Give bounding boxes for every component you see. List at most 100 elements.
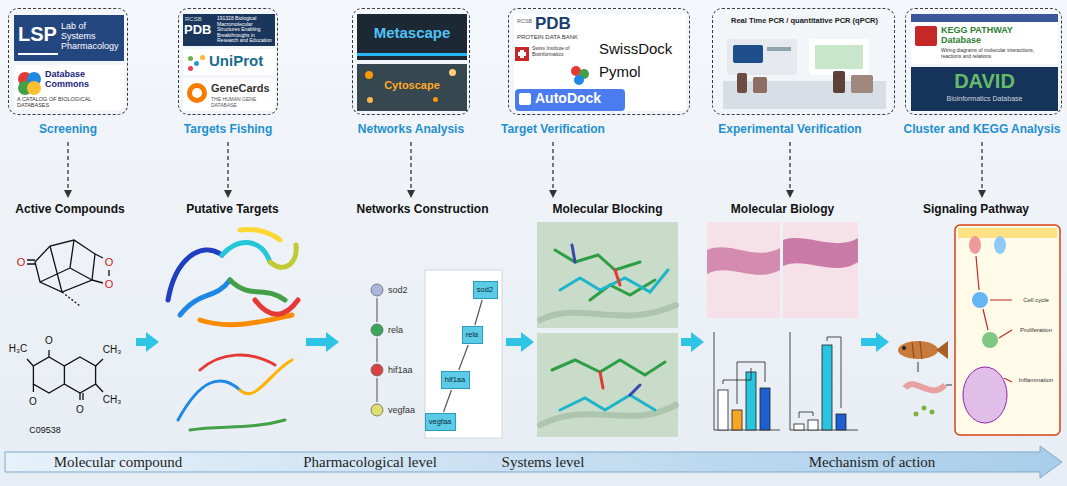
- cell-pathway: [955, 225, 1060, 435]
- dashed-arrow: [978, 142, 986, 198]
- network-edge: [377, 298, 378, 322]
- logo-text: Cytoscape: [361, 79, 463, 91]
- arrow-head: [64, 190, 72, 198]
- protein-structure: [270, 245, 296, 267]
- protein-structure: [190, 420, 285, 430]
- node-circle: [370, 283, 384, 297]
- logo-text: RCSB: [517, 18, 534, 24]
- stage-panel: Molecular Blocking: [535, 200, 680, 440]
- logo-shape: [192, 88, 202, 98]
- dashed-arrow: [227, 142, 228, 192]
- bar-chart: [808, 420, 818, 430]
- network-ground: [425, 270, 502, 438]
- logo-shape: [518, 52, 526, 56]
- flow-arrow: [136, 332, 159, 352]
- cell-pathway: [976, 256, 1012, 382]
- logo-shape: [433, 97, 438, 102]
- logo-text: KEGG PATHWAY Database: [941, 25, 1055, 45]
- gene-label: sod2: [388, 283, 408, 297]
- network-node: sod2: [370, 283, 408, 297]
- bar-chart: [718, 390, 728, 430]
- protein-structure: [168, 229, 298, 430]
- molecule-structure: [35, 240, 95, 292]
- docking-view: [560, 395, 655, 410]
- arrow-head: [978, 190, 986, 198]
- bar-chart: [799, 337, 841, 418]
- network-edge: [377, 378, 378, 402]
- logo-text: PDB: [535, 14, 581, 33]
- logo-shape: [200, 55, 205, 60]
- docking-view: [615, 270, 620, 285]
- docking-view: [537, 333, 678, 437]
- tool-group: LSPLab of Systems PharmacologyDatabase C…: [8, 8, 128, 141]
- level-label: Molecular compound: [54, 455, 183, 470]
- gene-label: vegfaa: [388, 403, 415, 417]
- bar-chart: [714, 332, 858, 430]
- cell-pathway: [994, 236, 1006, 254]
- logo-text: LSP: [18, 23, 60, 45]
- step-label: Experimental Verification: [718, 123, 861, 137]
- histology-image: [783, 238, 858, 268]
- panel-title: Networks Construction: [340, 202, 505, 216]
- protein-structure: [178, 381, 240, 420]
- dashed-arrow: [552, 142, 553, 192]
- cell-pathway: [972, 292, 988, 308]
- atom-label: O: [29, 397, 37, 407]
- docking-view: [560, 270, 668, 292]
- node-circle: [371, 404, 383, 416]
- cell-pathway: [963, 367, 1007, 423]
- docking-view: [537, 222, 678, 328]
- docking-view: [552, 360, 665, 375]
- logo-shape: [815, 45, 863, 69]
- molecule-structure: [27, 350, 103, 400]
- logo-text: Pymol: [599, 64, 685, 81]
- fish-illustration: [930, 410, 935, 415]
- level-arrow: [5, 446, 1062, 478]
- gene-label: hif1aa: [445, 376, 465, 384]
- docking-view: [600, 372, 603, 388]
- logo-shape: [519, 93, 531, 105]
- dashed-arrow: [789, 142, 790, 192]
- dashed-arrow: [786, 142, 794, 198]
- atom-label: H₃C: [9, 344, 28, 354]
- network-edge: [376, 298, 378, 322]
- logo-shape: [188, 66, 193, 71]
- bar-chart: [732, 410, 742, 430]
- protein-structure: [222, 242, 270, 262]
- network-edge: [444, 390, 452, 412]
- logo-text: Database Commons: [45, 69, 121, 89]
- level-arrow: [5, 446, 1062, 478]
- network-edge: [459, 345, 468, 370]
- stage-panel: Molecular Biology: [705, 200, 860, 440]
- logo-text: Real Time PCR / quantitative PCR (qPCR): [721, 17, 888, 25]
- logo-text: PDB: [184, 23, 216, 38]
- fish-illustration: [898, 341, 952, 417]
- docking-view: [540, 245, 676, 425]
- step-label: Cluster and KEGG Analysis: [904, 123, 1061, 137]
- logo-text: AutoDock: [535, 91, 623, 107]
- network-edge: [459, 345, 468, 370]
- logo-text: DAVID: [916, 70, 1053, 92]
- pathway-label: Proliferation: [1020, 327, 1052, 333]
- logo-shape: [367, 97, 373, 103]
- stage-panel: Networks Construction sod2 rela hif1aa vegfa…: [340, 200, 505, 440]
- tool-panel: LSPLab of Systems PharmacologyDatabase C…: [8, 8, 128, 115]
- panel-title: Signaling Pathway: [890, 202, 1062, 216]
- tool-panel: RCSBPDB191328 Biological Macromolecular …: [178, 8, 278, 115]
- logo-text: Metascape: [361, 25, 463, 42]
- tool-group: RCSBPDBPROTEIN DATA BANKSwiss Institute …: [508, 8, 690, 141]
- flow-arrow: [506, 332, 534, 352]
- protein-structure: [230, 280, 285, 300]
- logo-shape: [767, 47, 791, 51]
- arrow-head: [521, 332, 534, 352]
- network-edge: [376, 338, 378, 362]
- step-label: Screening: [39, 123, 97, 137]
- network-node: rela: [370, 323, 403, 337]
- logo-shape: [357, 53, 467, 56]
- tool-group: RCSBPDB191328 Biological Macromolecular …: [178, 8, 278, 141]
- node-circle: [371, 284, 383, 296]
- network-edge: [376, 378, 378, 402]
- dashed-arrow: [549, 142, 557, 198]
